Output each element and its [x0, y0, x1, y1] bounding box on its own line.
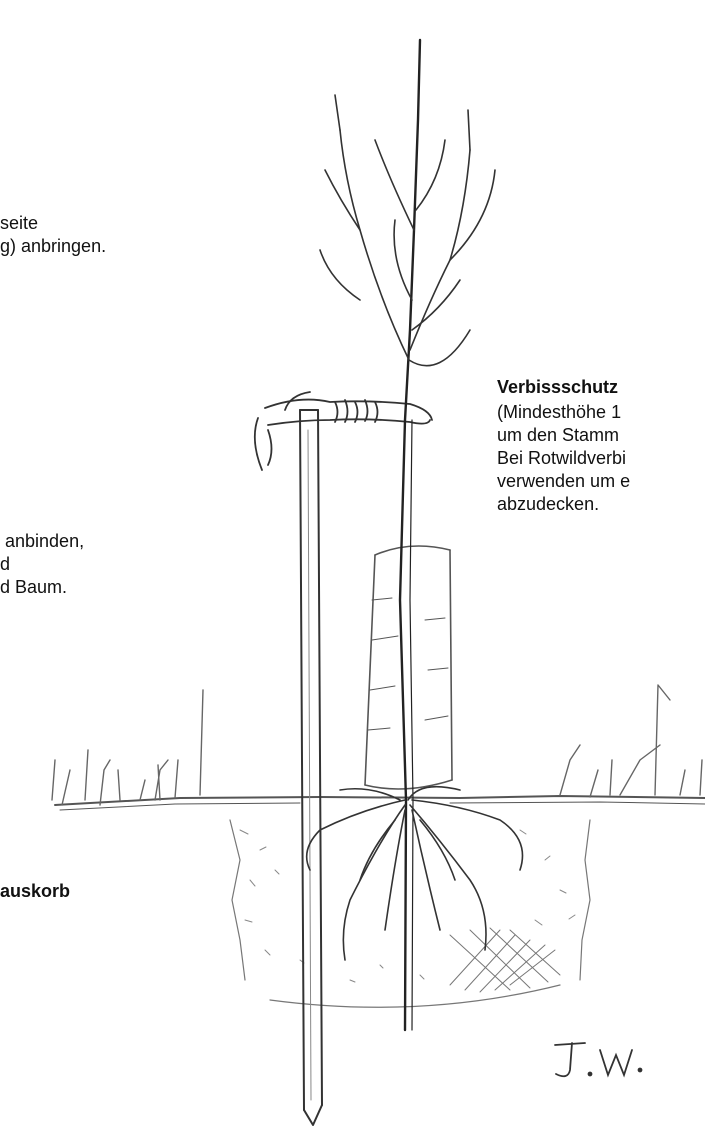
soil-texture [240, 830, 575, 982]
annotation-line: Bei Rotwildverbi [497, 447, 630, 470]
annotation-line: anbinden, [0, 530, 84, 553]
ground-line [55, 796, 705, 810]
artist-signature [555, 1043, 642, 1076]
annotation-line: d [0, 553, 84, 576]
tree-branches [320, 95, 495, 366]
annotation-line: um den Stamm [497, 424, 630, 447]
annotation-line: g) anbringen. [0, 235, 106, 258]
annotation-line: verwenden um e [497, 470, 630, 493]
annotation-right-title: Verbissschutz [497, 376, 630, 399]
wire-mesh-basket [450, 928, 560, 992]
annotation-top-left: seite g) anbringen. [0, 212, 106, 258]
annotation-line: (Mindesthöhe 1 [497, 401, 630, 424]
annotation-right: Verbissschutz (Mindesthöhe 1 um den Stam… [497, 376, 630, 516]
annotation-line: abzudecken. [497, 493, 630, 516]
grass-left [52, 690, 203, 805]
tree-trunk [400, 40, 420, 1030]
trunk-guard [365, 546, 452, 789]
grass-right [560, 685, 702, 797]
planting-hole [230, 820, 590, 1007]
tree-roots [307, 787, 523, 960]
annotation-bottom-left: auskorb [0, 880, 70, 903]
support-stake [300, 410, 322, 1125]
annotation-line: seite [0, 212, 106, 235]
annotation-line: d Baum. [0, 576, 84, 599]
annotation-middle-left: anbinden, d d Baum. [0, 530, 84, 599]
